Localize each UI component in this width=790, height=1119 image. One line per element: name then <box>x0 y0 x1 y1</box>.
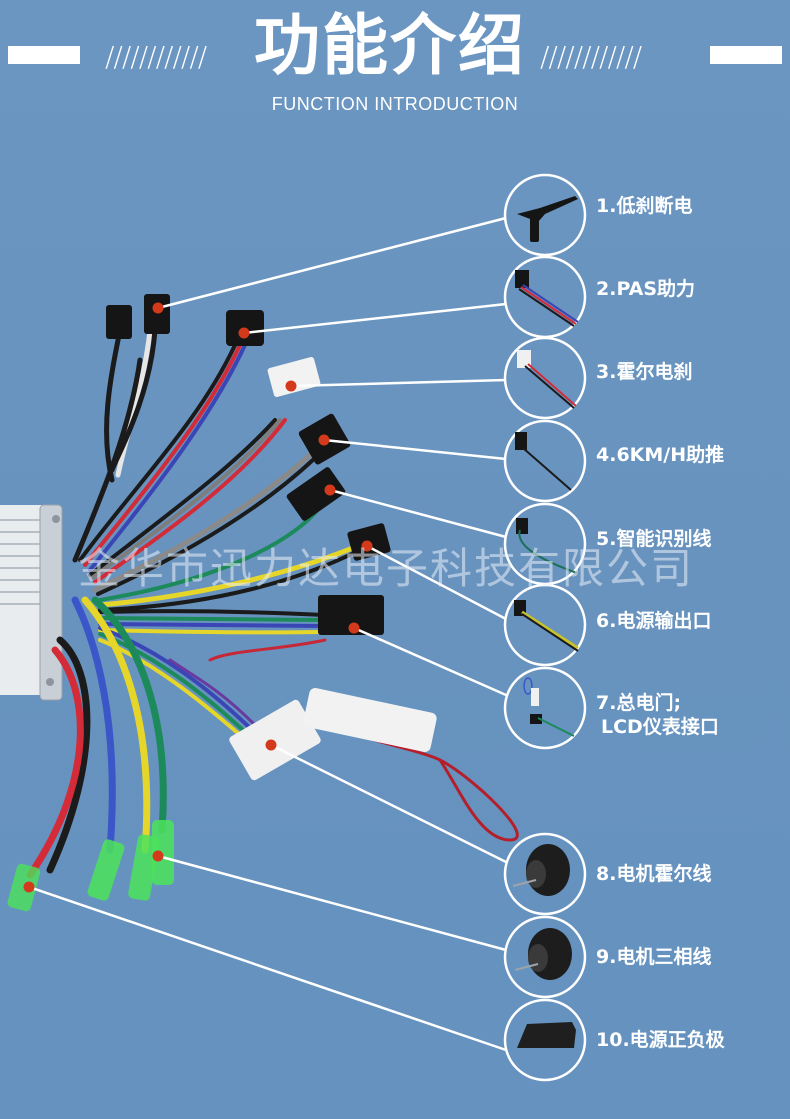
ignition-connector <box>303 688 437 752</box>
callout-circle-8 <box>503 832 587 916</box>
battery-pack-icon <box>517 1022 576 1048</box>
function-label-7-line2: LCD仪表接口 <box>601 716 719 738</box>
marker-6 <box>361 540 373 552</box>
company-watermark: 金华市迅力达电子科技有限公司 <box>78 544 695 593</box>
phase-terminal-blue <box>87 839 125 901</box>
brake-connector-b <box>144 294 170 334</box>
motor-hall-connector <box>229 699 321 781</box>
function-label-9: 9.电机三相线 <box>596 946 712 968</box>
marker-9 <box>152 850 164 862</box>
phase-terminal-green <box>152 820 174 885</box>
marker-8 <box>265 739 277 751</box>
marker-1 <box>152 302 164 314</box>
marker-7 <box>348 622 360 634</box>
brake-connector-a <box>106 305 132 339</box>
header-bar-left <box>8 46 80 64</box>
marker-10 <box>23 881 35 893</box>
callout-circle-7 <box>503 666 587 750</box>
markers <box>23 302 373 893</box>
phase-terminal-yellow <box>128 834 160 901</box>
leader-line-9 <box>157 854 507 952</box>
function-label-3: 3.霍尔电刹 <box>596 361 693 383</box>
lcd-connector <box>318 595 384 635</box>
hall-brake-connector-icon <box>517 350 577 409</box>
brake-lever-icon <box>517 196 578 242</box>
callout-circle-9 <box>503 915 587 999</box>
controller-housing <box>0 504 63 701</box>
power-output-connector-icon <box>514 600 579 652</box>
push-assist-connector-icon <box>515 432 572 491</box>
page-title: 功能介绍 <box>254 7 526 84</box>
smart-id-wire-icon <box>516 518 578 574</box>
leader-line-7 <box>353 626 507 697</box>
function-label-7: 7.总电门; <box>596 692 682 714</box>
leader-line-2 <box>243 302 507 335</box>
leader-line-4 <box>323 438 507 461</box>
lcd-display-connector-icon <box>523 677 575 737</box>
wire-bundle <box>26 327 519 879</box>
page-subtitle: FUNCTION INTRODUCTION <box>271 94 519 114</box>
function-label-4: 4.6KM/H助推 <box>596 444 725 466</box>
marker-5 <box>324 484 336 496</box>
hall-brake-connector <box>267 356 321 398</box>
marker-2 <box>238 327 250 339</box>
function-label-2: 2.PAS助力 <box>596 278 696 300</box>
header-hatch-right: //////////// <box>540 40 642 73</box>
leader-line-8 <box>270 743 507 864</box>
marker-3 <box>285 380 297 392</box>
leader-line-3 <box>290 378 507 388</box>
callout-circle-1 <box>503 173 587 257</box>
callout-circles <box>503 173 587 1082</box>
callout-circle-10 <box>503 998 587 1082</box>
function-label-6: 6.电源输出口 <box>596 610 712 632</box>
marker-4 <box>318 434 330 446</box>
leader-line-1 <box>157 216 507 310</box>
function-label-1: 1.低刹断电 <box>596 195 693 217</box>
leader-line-6 <box>366 544 507 621</box>
function-label-5: 5.智能识别线 <box>596 528 712 550</box>
leader-line-10 <box>28 885 507 1052</box>
function-label-10: 10.电源正负极 <box>596 1029 725 1051</box>
hub-motor-icon <box>512 844 570 896</box>
header-bar-right <box>710 46 782 64</box>
header-hatch-left: //////////// <box>105 40 207 73</box>
function-label-8: 8.电机霍尔线 <box>596 863 712 885</box>
callout-circle-6 <box>503 583 587 667</box>
callout-circle-3 <box>503 336 587 420</box>
hub-motor-icon <box>514 928 572 980</box>
pas-connector-icon <box>515 270 579 327</box>
smart-id-connector <box>286 467 346 521</box>
callout-circle-4 <box>503 419 587 503</box>
leader-lines <box>28 216 507 1052</box>
leader-line-5 <box>329 488 507 539</box>
